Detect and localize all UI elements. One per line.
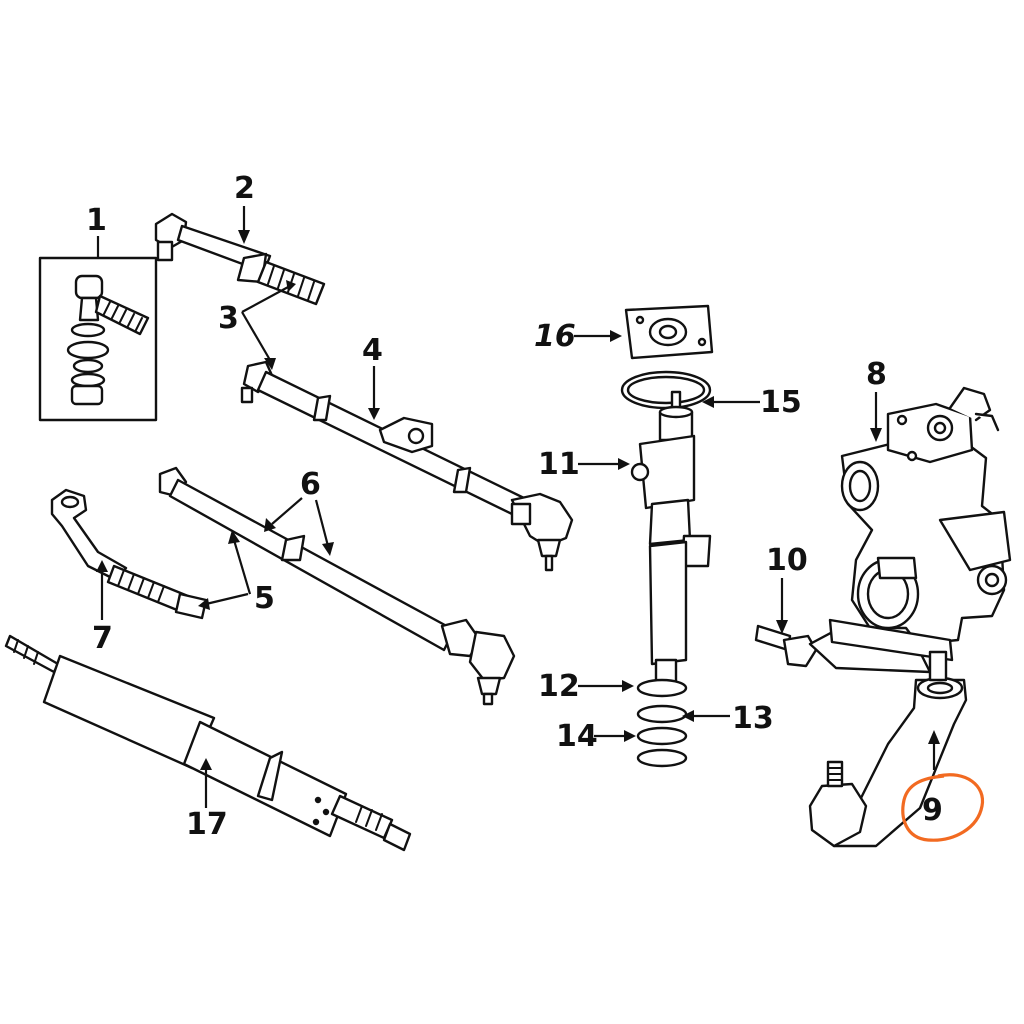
part-9-idler-arm (754, 618, 968, 848)
callout-14: 14 (556, 719, 598, 754)
callout-labels: 1 2 3 4 5 6 7 8 9 10 11 12 13 14 15 16 1… (86, 171, 943, 842)
callout-11: 11 (538, 447, 580, 482)
callout-3: 3 (218, 301, 239, 336)
callout-4: 4 (362, 333, 383, 368)
callout-6: 6 (300, 467, 321, 502)
part-2-outer-tie-rod (154, 212, 326, 306)
callout-2: 2 (234, 171, 255, 206)
part-11-16-steering-column (620, 304, 714, 768)
callout-12: 12 (538, 669, 580, 704)
callout-1: 1 (86, 203, 107, 238)
callout-13: 13 (732, 701, 774, 736)
callout-17: 17 (186, 807, 228, 842)
part-5-6-tie-rod-assembly (158, 466, 516, 706)
callout-5: 5 (254, 581, 275, 616)
callout-16: 16 (534, 319, 576, 354)
part-8-steering-gear-box (840, 386, 1012, 646)
callout-7: 7 (92, 621, 113, 656)
part-7-pitman-arm (50, 488, 208, 620)
part-4-center-link (240, 360, 574, 572)
part-1-tie-rod-end-kit (38, 256, 158, 422)
highlight-circle (901, 773, 985, 842)
callout-15: 15 (760, 385, 802, 420)
part-17-steering-damper (4, 634, 412, 852)
callout-8: 8 (866, 357, 887, 392)
callout-9: 9 (922, 793, 943, 828)
callout-10: 10 (766, 543, 808, 578)
leader-lines (96, 206, 940, 808)
